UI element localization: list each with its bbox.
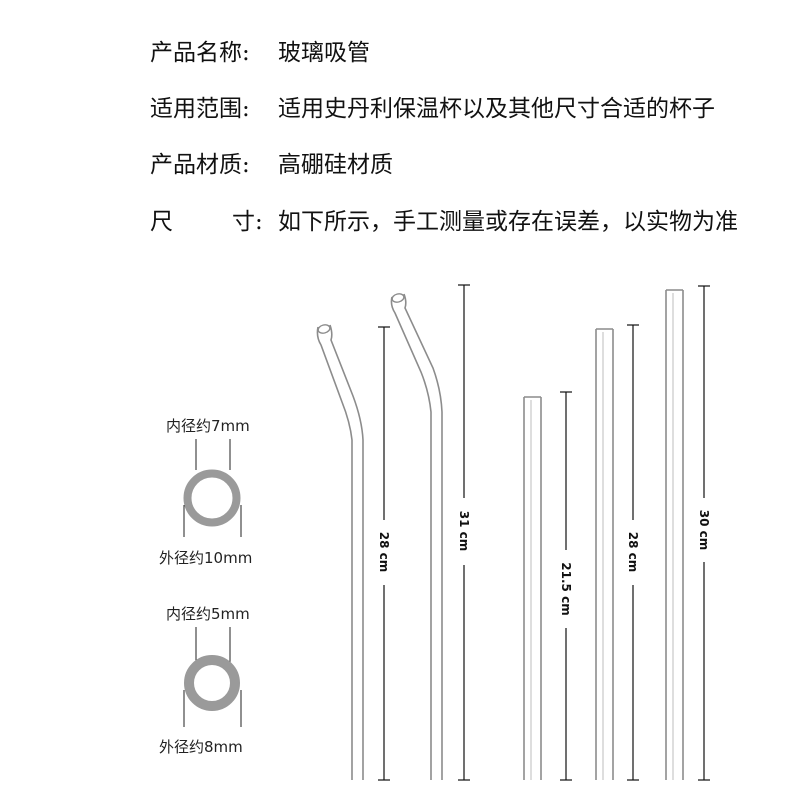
glass-ring-icon	[184, 655, 240, 711]
ring-inner-label-large: 内径约7mm	[166, 417, 250, 435]
ring-outer-label-large: 外径约10mm	[159, 549, 253, 567]
glass-ring-icon	[183, 469, 241, 527]
ring-outer-label-small: 外径约8mm	[159, 738, 243, 756]
spec-value: 玻璃吸管	[278, 40, 370, 66]
dimension-line-2: 31 cm	[457, 284, 471, 781]
spec-label: 产品名称:	[150, 40, 250, 66]
spec-value: 如下所示，手工测量或存在误差，以实物为准	[278, 209, 738, 235]
dimension-label: 30 cm	[697, 510, 711, 551]
ring-cross-section-large	[183, 439, 242, 537]
spec-row-scope: 适用范围: 适用史丹利保温杯以及其他尺寸合适的杯子	[150, 94, 715, 124]
spec-value: 适用史丹利保温杯以及其他尺寸合适的杯子	[278, 96, 715, 122]
ring-cross-section-small	[183, 627, 242, 727]
straw-straight-30	[665, 289, 684, 780]
spec-label-left: 尺	[150, 209, 173, 235]
straw-straight-21-5	[523, 396, 542, 780]
spec-label: 适用范围:	[150, 96, 250, 122]
spec-label-right: 寸:	[232, 209, 263, 235]
spec-label: 产品材质:	[150, 152, 250, 178]
dimension-label: 28 cm	[377, 532, 391, 573]
dimension-label: 21.5 cm	[559, 562, 573, 615]
dimension-line-1: 28 cm	[377, 326, 391, 781]
straw-bent-31	[390, 293, 443, 780]
spec-row-size: 尺 寸: 如下所示，手工测量或存在误差，以实物为准	[150, 207, 738, 237]
spec-value: 高硼硅材质	[278, 152, 393, 178]
spec-row-name: 产品名称: 玻璃吸管	[150, 38, 370, 68]
spec-label: 尺 寸:	[150, 207, 278, 237]
dimension-line-5: 30 cm	[697, 285, 711, 781]
ring-inner-label-small: 内径约5mm	[166, 605, 250, 623]
dimension-label: 31 cm	[457, 511, 471, 552]
dimension-line-4: 28 cm	[626, 324, 640, 781]
spec-row-material: 产品材质: 高硼硅材质	[150, 150, 393, 180]
dimension-label: 28 cm	[626, 532, 640, 573]
straw-straight-28	[595, 328, 614, 780]
straw-bent-28	[316, 324, 364, 780]
dimension-line-3: 21.5 cm	[559, 391, 573, 781]
